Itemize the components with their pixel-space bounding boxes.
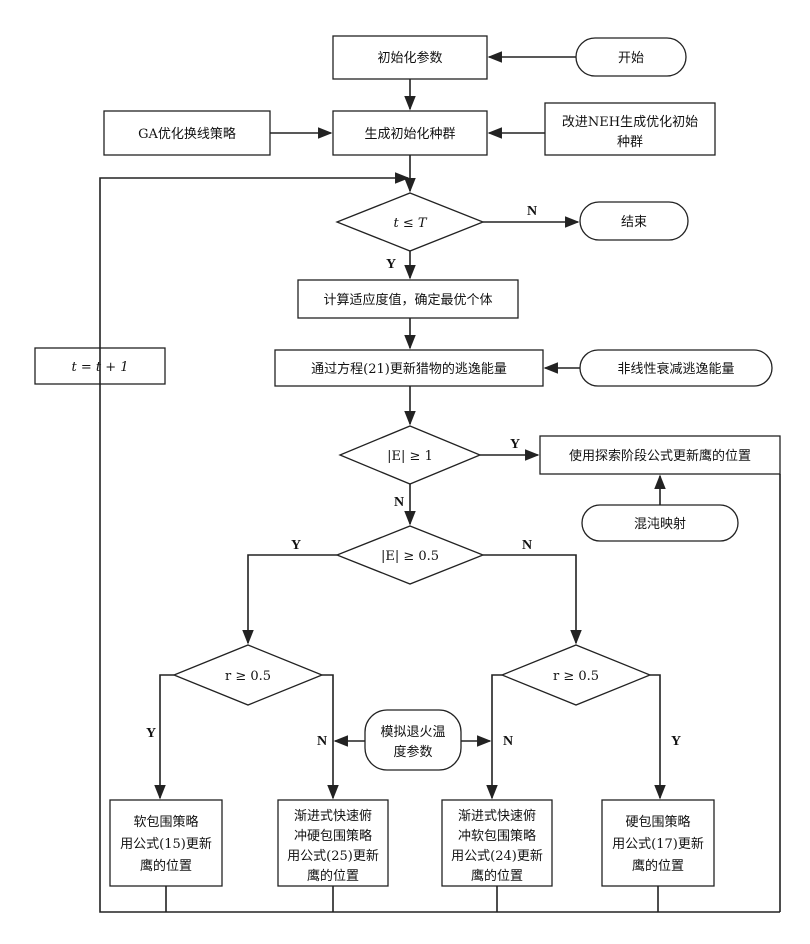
label-y-explore: Y [510,437,520,452]
explore-text: 使用探索阶段公式更新鹰的位置 [569,448,751,464]
neh-text-2: 种群 [617,135,643,150]
sa-text-2: 度参数 [393,744,432,760]
label-y-left: Y [291,538,301,553]
label-n-hard-dive: N [317,734,327,749]
soft-dive-text-3: 用公式(24)更新 [451,848,543,864]
edge-cond-e05-left [248,555,337,643]
hard-dive-text-3: 用公式(25)更新 [287,848,379,864]
soft-dive-text-4: 鹰的位置 [471,868,523,884]
gen-pop-text: 生成初始化种群 [364,127,455,142]
edge-r-right-soft-dive [492,675,502,798]
label-y-hard: Y [671,734,681,749]
sa-terminal [365,710,461,770]
ga-strategy-text: GA优化换线策略 [138,126,236,142]
start-text: 开始 [618,51,644,66]
update-energy-text: 通过方程(21)更新猎物的逃逸能量 [311,361,507,377]
cond-t-text: t ≤ T [393,216,427,231]
soft-text-3: 鹰的位置 [140,858,192,874]
label-n-e05: N [394,495,404,510]
hard-dive-text-2: 冲硬包围策略 [294,828,372,844]
chaos-text: 混沌映射 [634,516,686,532]
hard-dive-text-4: 鹰的位置 [307,868,359,884]
end-text: 结束 [621,215,647,230]
hard-text-2: 用公式(17)更新 [612,836,704,852]
soft-dive-text-1: 渐进式快速俯 [458,808,536,824]
init-params-text: 初始化参数 [377,50,442,66]
label-y-fitness: Y [386,257,396,272]
soft-text-1: 软包围策略 [133,814,198,830]
hard-text-3: 鹰的位置 [632,858,684,874]
neh-text-1: 改进NEH生成优化初始 [562,115,698,130]
sa-text-1: 模拟退火温 [380,725,445,740]
soft-dive-text-2: 冲软包围策略 [458,828,536,844]
cond-r-right-text: r ≥ 0.5 [553,669,599,684]
cond-r-left-text: r ≥ 0.5 [225,669,271,684]
nonlinear-text: 非线性衰减逃逸能量 [617,361,734,377]
label-n-soft-dive: N [503,734,513,749]
hard-dive-text-1: 渐进式快速俯 [294,808,372,824]
fitness-text: 计算适应度值，确定最优个体 [323,292,492,308]
edge-r-right-hard [650,675,660,798]
soft-text-2: 用公式(15)更新 [120,836,212,852]
label-n-right: N [522,538,532,553]
edge-cond-e05-right [483,555,576,643]
cond-e05-text: |E| ≥ 0.5 [381,549,439,564]
cond-e1-text: |E| ≥ 1 [387,449,433,464]
hard-text-1: 硬包围策略 [625,814,690,830]
label-n-end: N [527,204,537,219]
edge-r-left-soft [160,675,174,798]
label-y-soft: Y [146,726,156,741]
